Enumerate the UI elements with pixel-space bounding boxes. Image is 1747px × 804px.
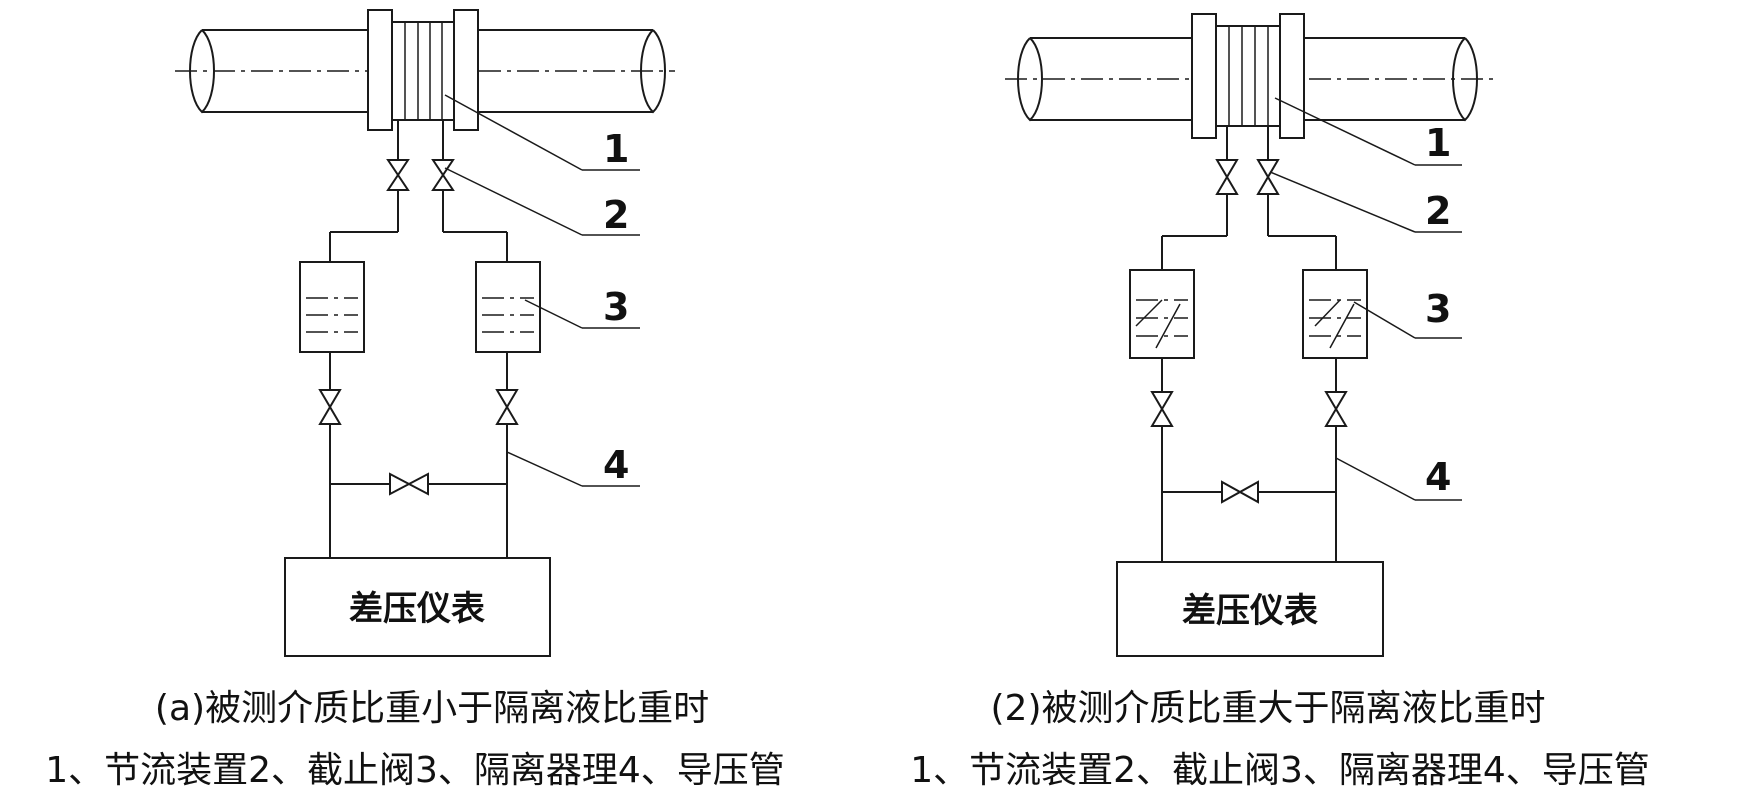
- caption: (a)被测介质比重小于隔离液比重时: [155, 688, 709, 729]
- label-1: 1: [1425, 121, 1451, 165]
- throttling-device: [367, 9, 479, 131]
- label-3: 3: [603, 285, 629, 329]
- panel-a: 差压仪表 1 2 3 4 (a)被测介质比重小于隔离液比重时 1、节流装置2、截…: [45, 9, 785, 791]
- panel-b: 差压仪表 1 2 3 4 (2)被测介质比重大于隔离液比重时 1、节流装置2、截…: [910, 13, 1650, 791]
- isolator-left: [1129, 269, 1195, 359]
- dp-instrument-box: [284, 557, 551, 657]
- label-4: 4: [1425, 455, 1451, 499]
- isolator-right: [475, 261, 541, 353]
- legend: 1、节流装置2、截止阀3、隔离器理4、导压管: [910, 750, 1650, 791]
- legend: 1、节流装置2、截止阀3、隔离器理4、导压管: [45, 750, 785, 791]
- leaders: [444, 94, 640, 487]
- dp-instrument-label: 差压仪表: [1182, 591, 1318, 631]
- lower-lines: [318, 352, 519, 558]
- label-3: 3: [1425, 287, 1451, 331]
- isolator-right: [1302, 269, 1368, 359]
- label-2: 2: [603, 193, 629, 237]
- label-2: 2: [1425, 189, 1451, 233]
- impulse-lines: [1161, 126, 1337, 270]
- lower-lines: [1150, 358, 1348, 562]
- label-4: 4: [603, 443, 629, 487]
- throttling-device: [1191, 13, 1305, 139]
- leaders: [1269, 97, 1462, 501]
- label-1: 1: [603, 127, 629, 171]
- impulse-lines: [329, 120, 508, 262]
- caption: (2)被测介质比重大于隔离液比重时: [991, 688, 1546, 729]
- dp-instrument-label: 差压仪表: [349, 589, 485, 629]
- isolator-left: [299, 261, 365, 353]
- dp-instrument-box: [1116, 561, 1384, 657]
